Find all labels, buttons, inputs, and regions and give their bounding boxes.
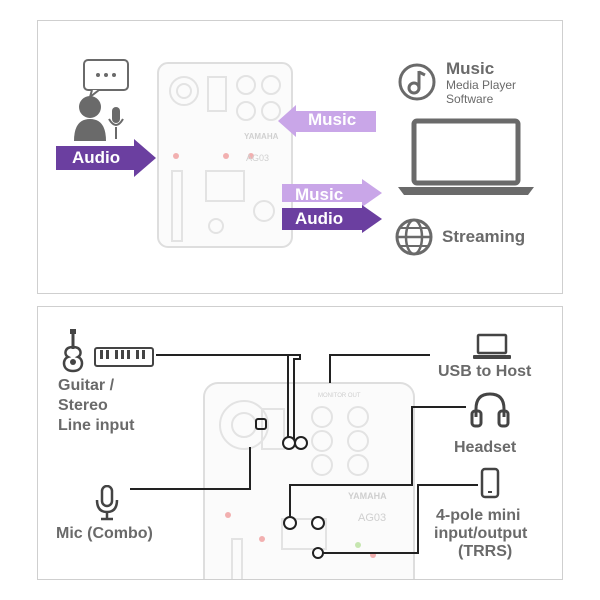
audio-input-label: Audio	[72, 148, 121, 167]
music-input-arrow	[278, 105, 376, 137]
streaming-label: Streaming	[442, 227, 526, 246]
top-diagram-panel: YAMAHA AG03 Audio Music Music Audio Musi…	[37, 20, 563, 294]
guitar-icon	[62, 329, 84, 373]
mixer-device-bottom: MONITOR OUT YAMAHA AG03	[203, 382, 415, 579]
mixer-model-bottom: AG03	[358, 512, 386, 524]
microphone-icon	[95, 485, 119, 521]
bottom-diagram-panel: MONITOR OUT YAMAHA AG03	[37, 306, 563, 580]
trrs-label-2: input/output	[434, 525, 528, 542]
music-output-label: Music	[295, 185, 344, 204]
trrs-label-1: 4-pole mini	[436, 507, 521, 524]
audio-output-label: Audio	[295, 209, 344, 228]
headset-icon	[470, 392, 510, 428]
host-laptop-icon	[473, 333, 511, 359]
headset-label: Headset	[454, 439, 517, 456]
mixer-brand-bottom: YAMAHA	[348, 491, 387, 501]
music-app-subtitle-2: Software	[446, 92, 494, 106]
mic-label: Mic (Combo)	[56, 525, 153, 542]
audio-input-arrow	[56, 139, 156, 177]
monitor-out-text: MONITOR OUT	[318, 393, 361, 399]
guitar-label-3: Line input	[58, 417, 135, 434]
laptop-icon	[398, 118, 534, 195]
mixer-brand-top: YAMAHA	[244, 132, 279, 141]
music-note-icon	[398, 63, 436, 101]
guitar-label-2: Stereo	[58, 397, 108, 414]
mixer-model-top: AG03	[246, 153, 269, 163]
connection-lines	[130, 354, 478, 559]
globe-icon	[395, 218, 433, 256]
music-app-title: Music	[446, 59, 495, 78]
music-output-arrow	[282, 179, 382, 207]
music-input-label: Music	[308, 110, 357, 129]
guitar-label-1: Guitar /	[58, 377, 115, 394]
mixer-device-top: YAMAHA AG03	[157, 62, 293, 248]
audio-output-arrow	[282, 205, 382, 233]
keyboard-icon	[94, 347, 154, 367]
usb-to-host-label: USB to Host	[438, 363, 532, 380]
podcaster-icon	[74, 59, 129, 141]
music-app-subtitle-1: Media Player	[446, 78, 517, 92]
smartphone-icon	[480, 467, 500, 499]
trrs-label-3: (TRRS)	[458, 543, 513, 560]
